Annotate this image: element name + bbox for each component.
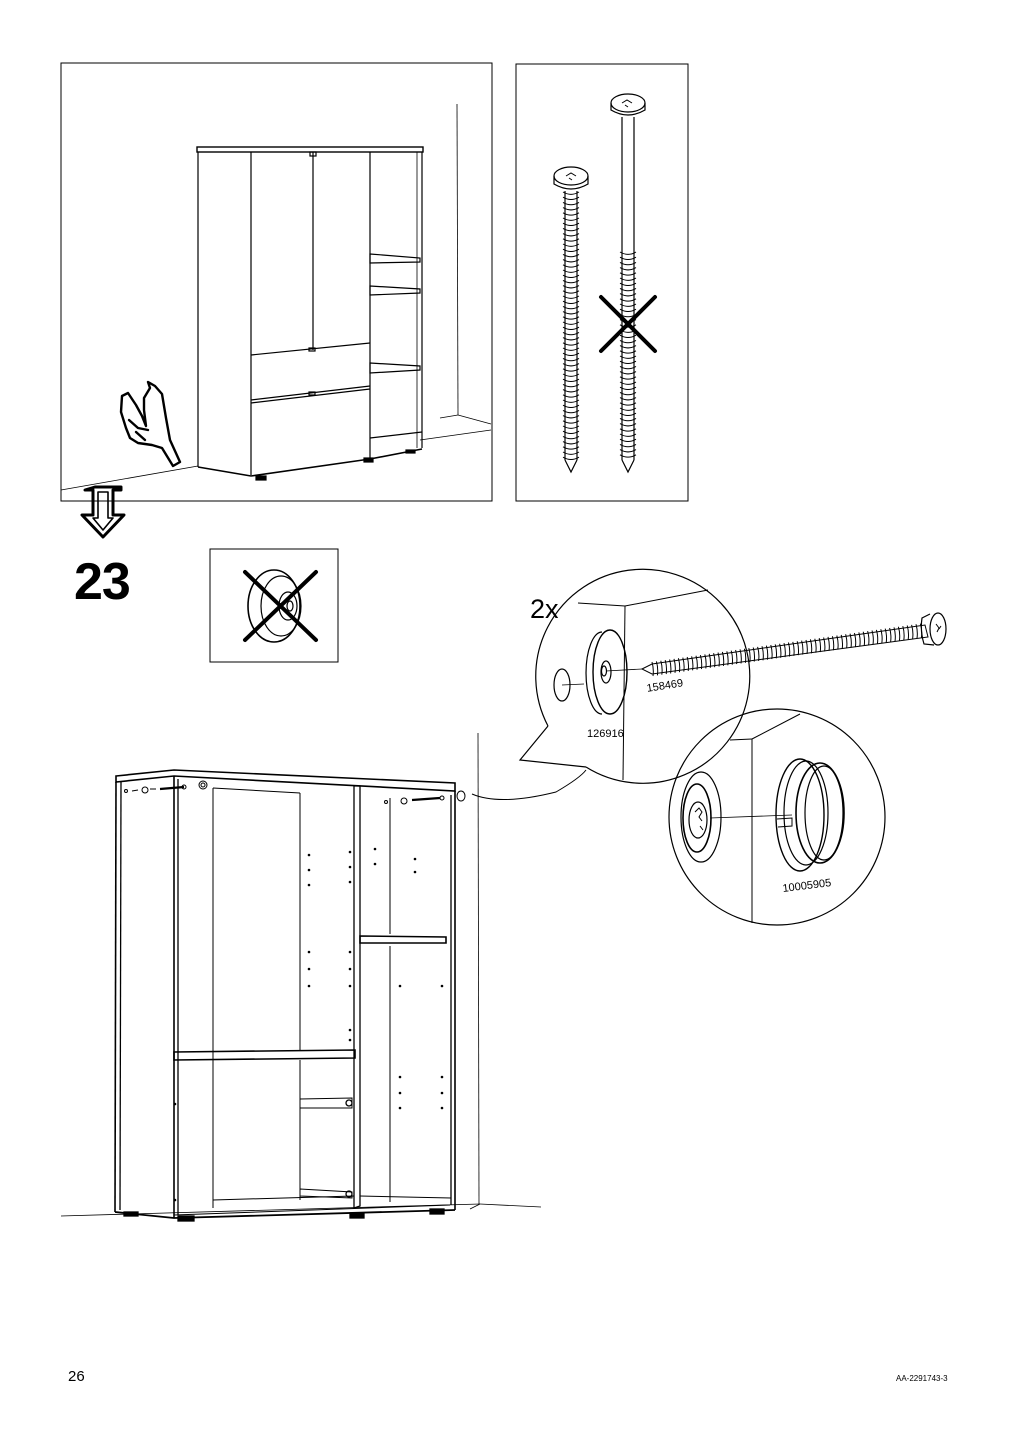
shelf-pin-hole [398, 1091, 402, 1095]
shelf-pin-hole [173, 1198, 177, 1202]
screw-158469 [640, 612, 947, 677]
quantity-label: 2x [530, 594, 559, 624]
step-number: 23 [74, 553, 131, 611]
shelf-pin-hole [348, 950, 352, 954]
shelf-pin-hole [440, 1075, 444, 1079]
shelf-pin-hole [440, 1106, 444, 1110]
shelf-pin-hole [348, 967, 352, 971]
cabinet-large [114, 769, 456, 1222]
hand-pointing-icon [119, 380, 182, 468]
shelf-pin-hole [173, 1102, 177, 1106]
fitting-left [124, 780, 208, 794]
panel-frame-screws [515, 63, 689, 502]
shelf-pin-hole [348, 984, 352, 988]
cover-cap-10005905 [775, 758, 845, 872]
shelf-pin-hole [307, 853, 311, 857]
washer-126916 [585, 629, 628, 715]
shelf-holes [173, 847, 444, 1202]
part-number-washer: 126916 [587, 728, 624, 740]
shelf-pin-hole [307, 984, 311, 988]
shelf-pin-hole [307, 883, 311, 887]
panel-frame-cabinet [60, 62, 493, 502]
screw-allowed-thread [562, 191, 580, 461]
fitting-right [384, 790, 466, 805]
cross-out-icon [599, 295, 657, 353]
shelf-pin-hole [440, 1091, 444, 1095]
shelf-pin-hole [398, 984, 402, 988]
shelf-pin-hole [413, 857, 417, 861]
arrow-down-icon [80, 485, 126, 539]
screw-allowed [553, 166, 589, 474]
shelf-pin-hole [348, 880, 352, 884]
page-number: 26 [68, 1368, 85, 1385]
shelf-pin-hole [307, 950, 311, 954]
shelf-pin-hole [348, 1038, 352, 1042]
document-code: AA-2291743-3 [896, 1374, 948, 1383]
shelf-pin-hole [440, 984, 444, 988]
shelf-pin-hole [413, 870, 417, 874]
shelf-pin-hole [398, 1106, 402, 1110]
shelf-pin-hole [348, 865, 352, 869]
shelf-pin-hole [307, 967, 311, 971]
shelf-pin-hole [373, 862, 377, 866]
shelf-pin-hole [348, 850, 352, 854]
shelf-pin-hole [307, 868, 311, 872]
shelf-pin-hole [398, 1075, 402, 1079]
screw-not-allowed [610, 93, 646, 474]
callout-leader [471, 769, 587, 800]
cabinet-small [196, 146, 424, 481]
shelf-pin-hole [348, 1028, 352, 1032]
shelf-pin-hole [373, 847, 377, 851]
